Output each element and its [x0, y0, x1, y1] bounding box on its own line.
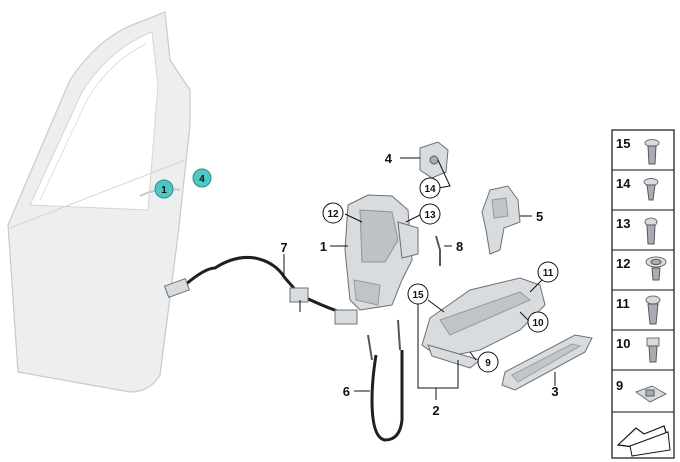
- legend-label-10: 10: [616, 336, 630, 351]
- callout-8: 8: [456, 239, 463, 254]
- callout-3: 3: [551, 384, 558, 399]
- legend-label-15: 15: [616, 136, 630, 151]
- svg-text:9: 9: [485, 358, 491, 369]
- svg-text:12: 12: [327, 209, 339, 220]
- door-marker-1: 1: [154, 179, 174, 199]
- svg-text:10: 10: [532, 318, 544, 329]
- cable-6: [367, 319, 404, 442]
- assembly-arrow-icon: [616, 425, 671, 457]
- svg-text:1: 1: [161, 185, 167, 196]
- hex-bolt-icon: [646, 337, 660, 363]
- pan-head-screw-icon: [644, 217, 658, 245]
- hinge-bracket-4: [419, 141, 449, 179]
- fastener-legend: 15 14 13 12 11 10 9: [611, 129, 675, 459]
- handle-cover-3: [501, 334, 593, 391]
- callout-2: 2: [432, 403, 439, 418]
- svg-text:11: 11: [543, 268, 554, 279]
- legend-label-13: 13: [616, 216, 630, 231]
- door-lock-1: [344, 194, 419, 311]
- rod-8: [435, 235, 441, 266]
- callout-6: 6: [343, 384, 350, 399]
- large-flange-screw-icon: [645, 256, 667, 281]
- svg-text:4: 4: [199, 174, 205, 185]
- leader-lines: [283, 157, 556, 400]
- callout-5: 5: [536, 209, 543, 224]
- flange-screw-icon: [645, 295, 661, 325]
- callout-12: 12: [322, 202, 344, 224]
- callout-1: 1: [320, 239, 327, 254]
- clip-nut-icon: [634, 385, 668, 403]
- callout-14: 14: [419, 177, 441, 199]
- svg-text:15: 15: [412, 290, 424, 301]
- callout-4: 4: [385, 151, 393, 166]
- door-panel: [7, 11, 191, 393]
- callout-11: 11: [537, 261, 559, 283]
- flat-head-screw-icon: [643, 178, 659, 201]
- callout-10: 10: [527, 311, 549, 333]
- door-marker-4: 4: [192, 168, 212, 188]
- callout-7: 7: [280, 240, 287, 255]
- legend-label-12: 12: [616, 256, 630, 271]
- legend-label-14: 14: [616, 176, 631, 191]
- legend-label-9: 9: [616, 378, 623, 393]
- callout-9: 9: [477, 351, 499, 373]
- svg-text:14: 14: [424, 184, 436, 195]
- callout-15: 15: [407, 283, 429, 305]
- callout-13: 13: [419, 203, 441, 225]
- torx-screw-icon: [644, 139, 660, 165]
- bracket-5: [481, 185, 521, 255]
- bowden-cable-7: [163, 256, 358, 325]
- legend-label-11: 11: [616, 296, 630, 311]
- handle-carrier-2: [421, 277, 546, 369]
- svg-text:13: 13: [424, 210, 436, 221]
